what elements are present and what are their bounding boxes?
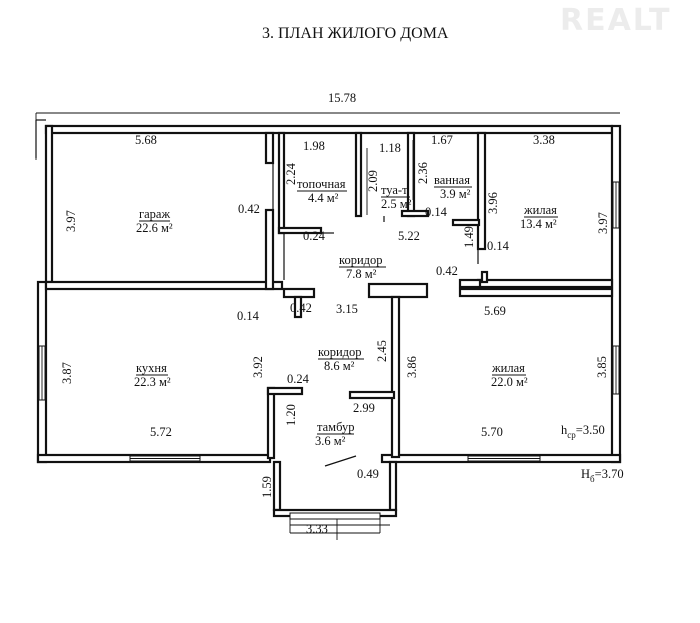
windows bbox=[38, 181, 620, 462]
dim-wc-height: 2.09 bbox=[366, 170, 380, 192]
dim-bath-height: 2.36 bbox=[416, 162, 430, 184]
room-bath-name: ванная bbox=[434, 173, 470, 187]
door-swings bbox=[272, 140, 479, 467]
dim-bedroom2-right: 3.85 bbox=[595, 356, 609, 378]
dimensions: 5.68 3.97 2.24 1.98 1.18 2.09 2.36 1.67 … bbox=[60, 133, 610, 536]
room-boiler-area: 4.4 м² bbox=[308, 191, 339, 205]
room-boiler-name: топочная bbox=[297, 177, 346, 191]
dim-boiler-height: 2.24 bbox=[284, 162, 298, 185]
watermark-logo: REALT bbox=[560, 3, 671, 38]
room-corridor2-area: 8.6 м² bbox=[324, 359, 355, 373]
dim-kitchen-width: 5.72 bbox=[150, 425, 172, 439]
dim-bedroom2-left: 3.86 bbox=[405, 356, 419, 378]
dim-wc-width: 1.18 bbox=[379, 141, 401, 155]
dim-bedroom1-height-left: 3.96 bbox=[486, 192, 500, 214]
dim-kitchen-height: 3.87 bbox=[60, 362, 74, 384]
porch bbox=[272, 460, 398, 540]
room-garage-name: гараж bbox=[139, 207, 170, 221]
dim-wc-wall: 0.14 bbox=[425, 205, 448, 219]
room-garage-area: 22.6 м² bbox=[136, 221, 173, 235]
room-wc-area: 2.5 м² bbox=[381, 197, 412, 211]
dim-porch-width: 3.33 bbox=[306, 522, 328, 536]
dim-garage-height: 3.97 bbox=[64, 210, 78, 232]
height-labels: hср=3.50 Hб=3.70 bbox=[561, 423, 624, 484]
dim-vestibule-width: 2.99 bbox=[353, 401, 375, 415]
dim-kitchen-024: 0.24 bbox=[287, 372, 310, 386]
dim-bath-width: 1.67 bbox=[431, 133, 453, 147]
dim-garage-wall: 0.42 bbox=[238, 202, 260, 216]
dim-bath-014: 0.14 bbox=[487, 239, 510, 253]
room-labels: гараж 22.6 м² топочная 4.4 м² туа-т 2.5 … bbox=[134, 173, 558, 448]
dim-bath-149: 1.49 bbox=[462, 226, 476, 248]
dim-boiler-door: 0.24 bbox=[303, 229, 326, 243]
outer-height-label: Hб=3.70 bbox=[581, 467, 624, 484]
plan-title: 3. ПЛАН ЖИЛОГО ДОМА bbox=[262, 25, 449, 42]
dim-bedroom1-height-right: 3.97 bbox=[596, 212, 610, 234]
dim-corridor-042: 0.42 bbox=[290, 301, 312, 315]
dim-boiler-width: 1.98 bbox=[303, 139, 325, 153]
dim-bedroom2-width: 5.70 bbox=[481, 425, 503, 439]
dim-kitchen-height-2: 3.92 bbox=[251, 356, 265, 378]
dim-bedroom1-width: 3.38 bbox=[533, 133, 555, 147]
dim-bedroom1-door: 0.42 bbox=[436, 264, 458, 278]
dim-corridor-315: 3.15 bbox=[336, 302, 358, 316]
room-vestibule-name: тамбур bbox=[317, 420, 354, 434]
room-bedroom1-area: 13.4 м² bbox=[520, 217, 557, 231]
dim-porch-height: 1.59 bbox=[260, 476, 274, 498]
overall-width-dim: 15.78 bbox=[328, 91, 356, 105]
dim-porch-049: 0.49 bbox=[357, 467, 379, 481]
room-corridor1-area: 7.8 м² bbox=[346, 267, 377, 281]
dim-vestibule-height: 1.20 bbox=[284, 404, 298, 426]
room-wc-name: туа-т bbox=[381, 183, 408, 197]
room-kitchen-area: 22.3 м² bbox=[134, 375, 171, 389]
dim-corridor-522: 5.22 bbox=[398, 229, 420, 243]
room-bedroom1-name: жилая bbox=[523, 203, 557, 217]
dim-garage-width: 5.68 bbox=[135, 133, 157, 147]
room-bath-area: 3.9 м² bbox=[440, 187, 471, 201]
ceiling-height-label: hср=3.50 bbox=[561, 423, 605, 440]
room-bedroom2-area: 22.0 м² bbox=[491, 375, 528, 389]
dim-bedroom2-top: 5.69 bbox=[484, 304, 506, 318]
room-corridor1-name: коридор bbox=[339, 253, 383, 267]
room-corridor2-name: коридор bbox=[318, 345, 362, 359]
interior-walls bbox=[44, 131, 614, 460]
room-bedroom2-name: жилая bbox=[491, 361, 525, 375]
room-vestibule-area: 3.6 м² bbox=[315, 434, 346, 448]
dim-corridor-245: 2.45 bbox=[375, 340, 389, 362]
dim-kitchen-014: 0.14 bbox=[237, 309, 260, 323]
room-kitchen-name: кухня bbox=[136, 361, 167, 375]
